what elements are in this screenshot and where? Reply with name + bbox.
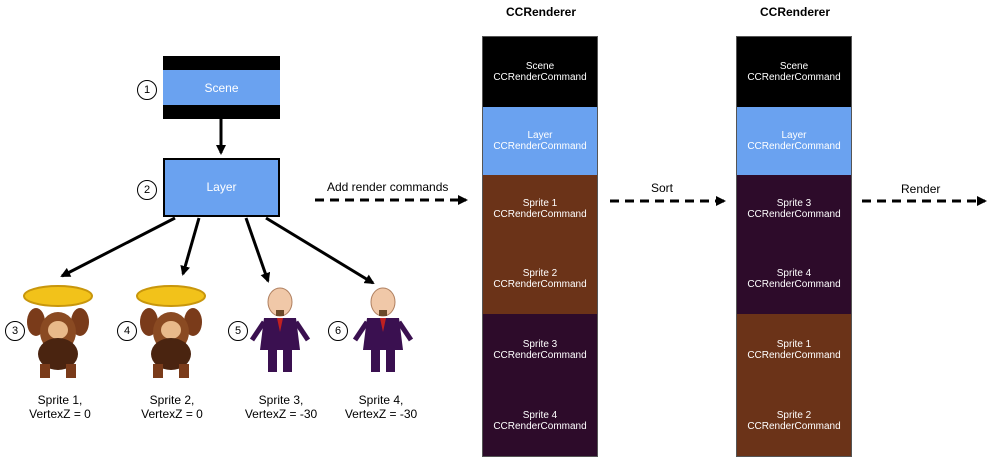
layer-node: Layer [163, 158, 280, 217]
sprite2-vertexz: VertexZ = 0 [141, 407, 203, 421]
sort-label: Sort [651, 181, 674, 195]
render-command-node-name: Sprite 3 [522, 338, 558, 350]
render-command-node-name: Layer [781, 130, 807, 141]
render-command-node-name: Layer [527, 130, 553, 141]
scene-node-label: Scene [163, 70, 280, 105]
render-command-type: CCRenderCommand [747, 72, 841, 83]
render-command-type: CCRenderCommand [493, 141, 587, 152]
render-command-node-name: Scene [525, 61, 555, 72]
layer-to-sprite3-arrow [244, 217, 271, 283]
sprite1-label: Sprite 1, VertexZ = 0 [0, 393, 120, 421]
sprite1-vertexz: VertexZ = 0 [29, 407, 91, 421]
sprite4-name: Sprite 4, [358, 393, 404, 407]
render-command-type: CCRenderCommand [493, 349, 587, 361]
render-command-type: CCRenderCommand [493, 209, 587, 220]
sprite3-label: Sprite 3, VertexZ = -30 [221, 393, 341, 421]
sprite4-vertexz: VertexZ = -30 [344, 407, 418, 421]
render-label: Render [901, 182, 941, 196]
renderer-title-before-sort: CCRenderer [505, 5, 577, 19]
add-commands-label: Add render commands [327, 180, 449, 194]
step-number-5: 5 [228, 321, 248, 341]
step-number-4: 4 [117, 321, 137, 341]
renderer-title-after-sort: CCRenderer [759, 5, 831, 19]
layer-node-label: Layer [206, 180, 237, 194]
scene-node: Scene [163, 56, 280, 119]
render-command-type: CCRenderCommand [493, 420, 587, 432]
sprite2-monkey [136, 285, 206, 378]
render-command-type: CCRenderCommand [493, 72, 587, 83]
sprite3-vertexz: VertexZ = -30 [244, 407, 318, 421]
step-number-6: 6 [328, 321, 348, 341]
step-number-2: 2 [137, 180, 157, 200]
layer-to-sprite4-arrow [265, 216, 375, 285]
render-command-node-name: Sprite 3 [776, 198, 812, 209]
sprite2-name: Sprite 2, [149, 393, 195, 407]
sprite3-man [249, 287, 311, 372]
sprite4-label: Sprite 4, VertexZ = -30 [321, 393, 441, 421]
render-command-type: CCRenderCommand [747, 278, 841, 290]
render-command-node-name: Sprite 4 [776, 267, 812, 279]
sprite2-label: Sprite 2, VertexZ = 0 [112, 393, 232, 421]
render-command-node-name: Sprite 1 [522, 198, 558, 209]
render-command-type: CCRenderCommand [493, 278, 587, 290]
sprite1-name: Sprite 1, [37, 393, 83, 407]
layer-to-sprite1-arrow [60, 216, 176, 278]
render-command-type: CCRenderCommand [747, 141, 841, 152]
render-command-node-name: Sprite 1 [776, 338, 812, 350]
render-command-type: CCRenderCommand [747, 209, 841, 220]
render-command-type: CCRenderCommand [747, 420, 841, 432]
render-command-node-name: Sprite 2 [522, 267, 558, 279]
render-command-node-name: Sprite 2 [776, 409, 812, 421]
render-command-node-name: Sprite 4 [522, 409, 558, 421]
layer-to-sprite2-arrow [180, 217, 201, 276]
sprite3-name: Sprite 3, [258, 393, 304, 407]
render-command-node-name: Scene [779, 61, 809, 72]
sprite1-monkey [23, 285, 93, 378]
sprite4-man [352, 287, 414, 372]
step-number-3: 3 [5, 321, 25, 341]
render-command-type: CCRenderCommand [747, 349, 841, 361]
step-number-1: 1 [137, 80, 157, 100]
